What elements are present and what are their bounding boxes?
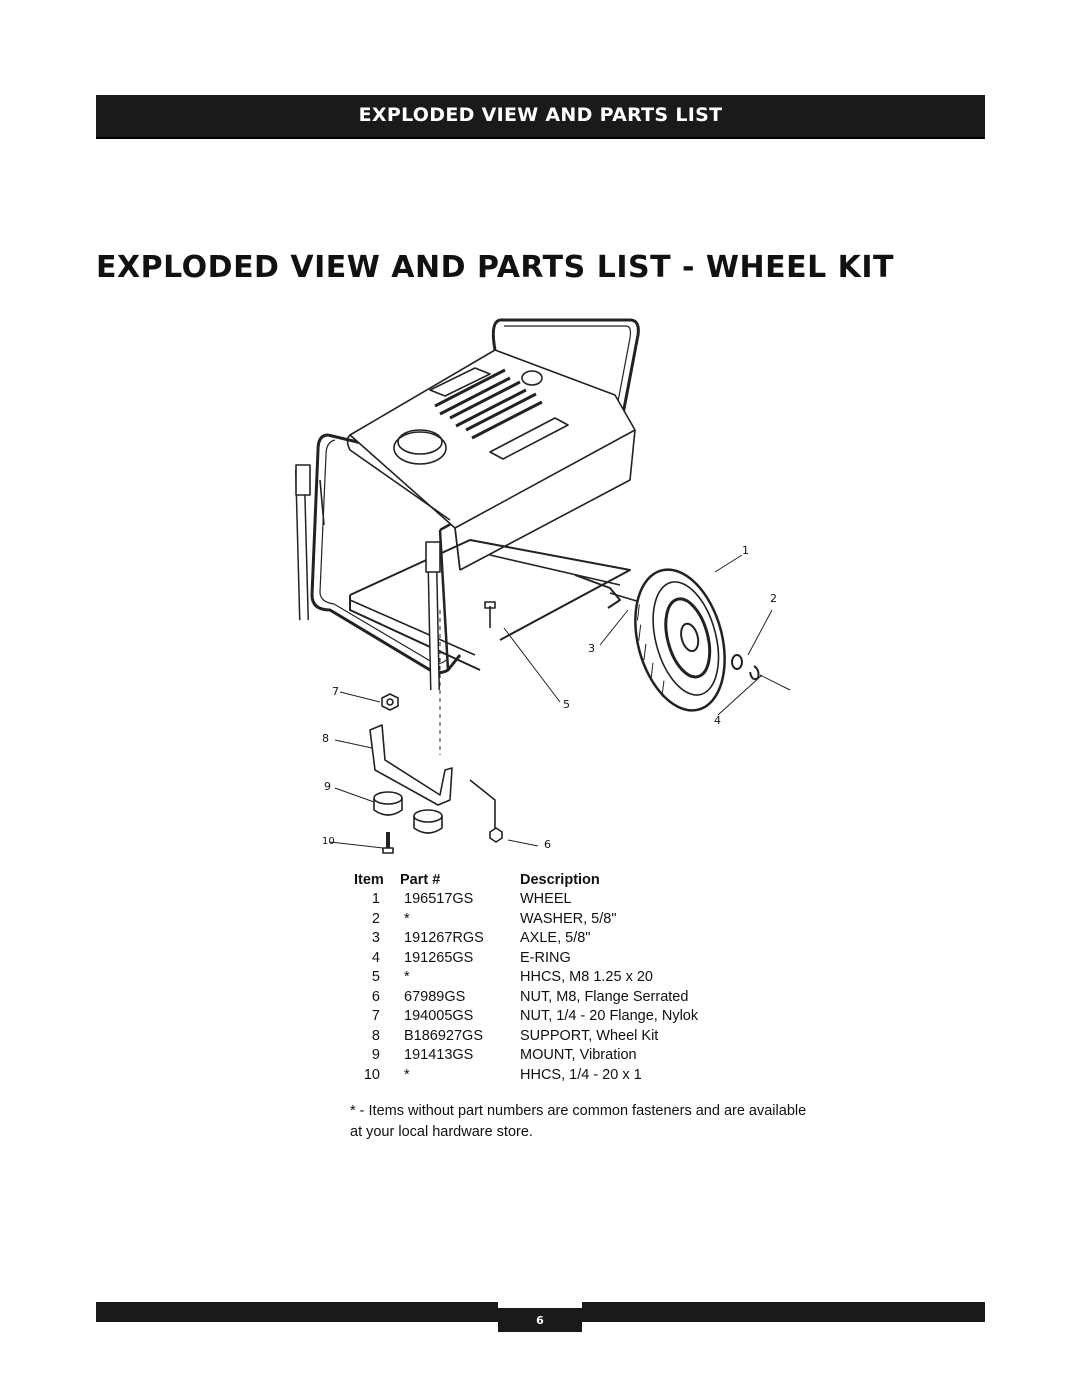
page-title: EXPLODED VIEW AND PARTS LIST - WHEEL KIT bbox=[96, 250, 895, 285]
footnote: * - Items without part numbers are commo… bbox=[350, 1103, 807, 1140]
parts-list-header: Item Part # Description bbox=[340, 872, 810, 891]
row-part: * bbox=[404, 969, 410, 985]
parts-row: 8 B186927GS SUPPORT, Wheel Kit bbox=[340, 1028, 810, 1048]
row-description: HHCS, M8 1.25 x 20 bbox=[520, 969, 653, 985]
row-description: HHCS, 1/4 - 20 x 1 bbox=[520, 1066, 642, 1083]
section-header-bar: EXPLODED VIEW AND PARTS LIST bbox=[96, 95, 985, 139]
row-part: 191267RGS bbox=[404, 930, 484, 946]
parts-row: 6 67989GS NUT, M8, Flange Serrated bbox=[340, 989, 810, 1009]
callout-4: 4 bbox=[714, 714, 721, 727]
callout-2: 2 bbox=[770, 592, 777, 605]
parts-row: 2 * WASHER, 5/8" bbox=[340, 911, 810, 931]
parts-row: 7 194005GS NUT, 1/4 - 20 Flange, Nylok bbox=[340, 1008, 810, 1028]
row-description: NUT, 1/4 - 20 Flange, Nylok bbox=[520, 1008, 699, 1024]
row-description: MOUNT, Vibration bbox=[520, 1047, 637, 1063]
row-description: WASHER, 5/8" bbox=[520, 910, 617, 927]
parts-row: 5 * HHCS, M8 1.25 x 20 bbox=[340, 969, 810, 989]
parts-row: 1 196517GS WHEEL bbox=[340, 891, 810, 911]
section-header-title: EXPLODED VIEW AND PARTS LIST bbox=[358, 104, 723, 126]
parts-list: Item Part # Description 1 196517GS WHEEL… bbox=[340, 872, 810, 1086]
row-item: 4 bbox=[371, 949, 380, 966]
parts-row: 9 191413GS MOUNT, Vibration bbox=[340, 1047, 810, 1067]
row-part: B186927GS bbox=[404, 1027, 484, 1044]
callout-8: 8 bbox=[322, 732, 329, 745]
callout-6: 6 bbox=[544, 838, 551, 851]
row-item: 1 bbox=[371, 891, 380, 907]
row-description: AXLE, 5/8" bbox=[520, 930, 591, 946]
row-part: * bbox=[404, 910, 410, 927]
callout-7: 7 bbox=[332, 685, 339, 698]
header-part: Part # bbox=[400, 872, 441, 888]
row-item: 8 bbox=[371, 1027, 380, 1044]
row-item: 2 bbox=[371, 910, 380, 927]
header-description: Description bbox=[520, 872, 600, 888]
header-item: Item bbox=[354, 872, 384, 888]
exploded-view-diagram: 1 2 3 4 5 6 7 8 9 10 bbox=[290, 310, 810, 870]
row-description: WHEEL bbox=[520, 891, 572, 907]
row-description: NUT, M8, Flange Serrated bbox=[520, 988, 689, 1005]
row-item: 7 bbox=[371, 1008, 380, 1024]
parts-row: 4 191265GS E-RING bbox=[340, 950, 810, 970]
row-part: 194005GS bbox=[404, 1008, 474, 1024]
row-part: 191265GS bbox=[404, 949, 474, 966]
parts-row: 10 * HHCS, 1/4 - 20 x 1 bbox=[340, 1067, 810, 1087]
callout-9: 9 bbox=[324, 780, 331, 793]
parts-row: 3 191267RGS AXLE, 5/8" bbox=[340, 930, 810, 950]
footer-bar-left bbox=[96, 1302, 498, 1322]
row-item: 6 bbox=[371, 988, 380, 1005]
callout-10: 10 bbox=[322, 836, 335, 847]
row-part: 196517GS bbox=[404, 891, 474, 907]
footer-bar-right bbox=[582, 1302, 985, 1322]
row-description: SUPPORT, Wheel Kit bbox=[520, 1027, 659, 1044]
row-part: 67989GS bbox=[404, 988, 466, 1005]
row-item: 10 bbox=[363, 1066, 380, 1083]
page-number-box: 6 bbox=[498, 1308, 582, 1332]
row-part: 191413GS bbox=[404, 1047, 474, 1063]
row-part: * bbox=[404, 1066, 410, 1083]
page-number: 6 bbox=[536, 1314, 544, 1327]
callout-3: 3 bbox=[588, 642, 595, 655]
callout-1: 1 bbox=[742, 544, 749, 557]
callout-5: 5 bbox=[563, 698, 570, 711]
row-item: 5 bbox=[371, 969, 380, 985]
row-item: 9 bbox=[371, 1047, 380, 1063]
row-item: 3 bbox=[371, 930, 380, 946]
row-description: E-RING bbox=[520, 949, 571, 966]
